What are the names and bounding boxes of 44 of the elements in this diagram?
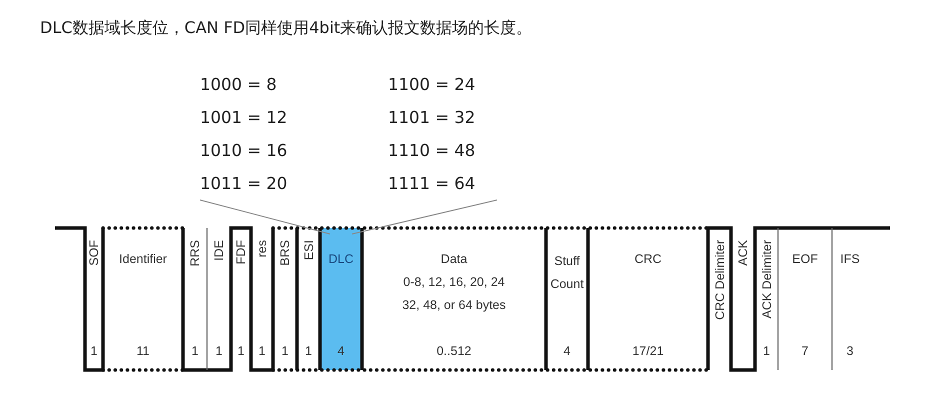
field-name: Identifier (118, 251, 168, 268)
bit-count: 1 (280, 344, 290, 358)
field-name: CRC Delimiter (712, 240, 726, 320)
bit-count: 11 (136, 344, 150, 358)
table-entry: 1101 = 32 (388, 108, 476, 127)
field-name: IDE (212, 240, 226, 261)
bit-count: 7 (800, 344, 810, 358)
table-entry: 1100 = 24 (388, 75, 476, 94)
field-name: IFS (839, 251, 861, 268)
field-name: ESI (302, 240, 316, 260)
table-entry: 1000 = 8 (200, 75, 277, 94)
field-name: Stuff Count (549, 253, 585, 293)
table-entry: 1111 = 64 (388, 174, 476, 193)
field-name: res (255, 240, 269, 258)
leader-line (200, 200, 330, 234)
field-name: Data (440, 251, 468, 268)
field-name: RRS (188, 240, 202, 266)
table-entry: 1001 = 12 (200, 108, 288, 127)
bit-count: 4 (562, 344, 572, 358)
field-name: ACK Delimiter (760, 240, 774, 318)
field-name: EOF (791, 251, 819, 268)
field-description: 0-8, 12, 16, 20, 24 32, 48, or 64 bytes (401, 274, 507, 314)
bit-count: 1 (258, 344, 266, 358)
table-entry: 1010 = 16 (200, 141, 288, 160)
field-name: BRS (278, 240, 292, 266)
bit-count: 1 (190, 344, 200, 358)
bit-count: 4 (336, 344, 346, 358)
bit-count: 1 (236, 344, 246, 358)
bit-count: 3 (846, 344, 854, 358)
table-entry: 1110 = 48 (388, 141, 476, 160)
field-name: FDF (234, 240, 248, 264)
bit-count: 17/21 (631, 344, 665, 358)
bit-count: 1 (762, 344, 771, 358)
field-name: CRC (633, 251, 663, 268)
bit-count: 1 (304, 344, 313, 358)
field-name: ACK (736, 240, 750, 266)
bit-count: 0..512 (436, 344, 472, 358)
title: DLC数据域长度位，CAN FD同样使用4bit来确认报文数据场的长度。 (40, 18, 532, 39)
table-entry: 1011 = 20 (200, 174, 288, 193)
bit-count: 1 (214, 344, 224, 358)
leader-line (352, 200, 498, 234)
field-name: DLC (327, 251, 354, 268)
bit-count: 1 (90, 344, 98, 358)
field-name: SOF (87, 240, 101, 266)
